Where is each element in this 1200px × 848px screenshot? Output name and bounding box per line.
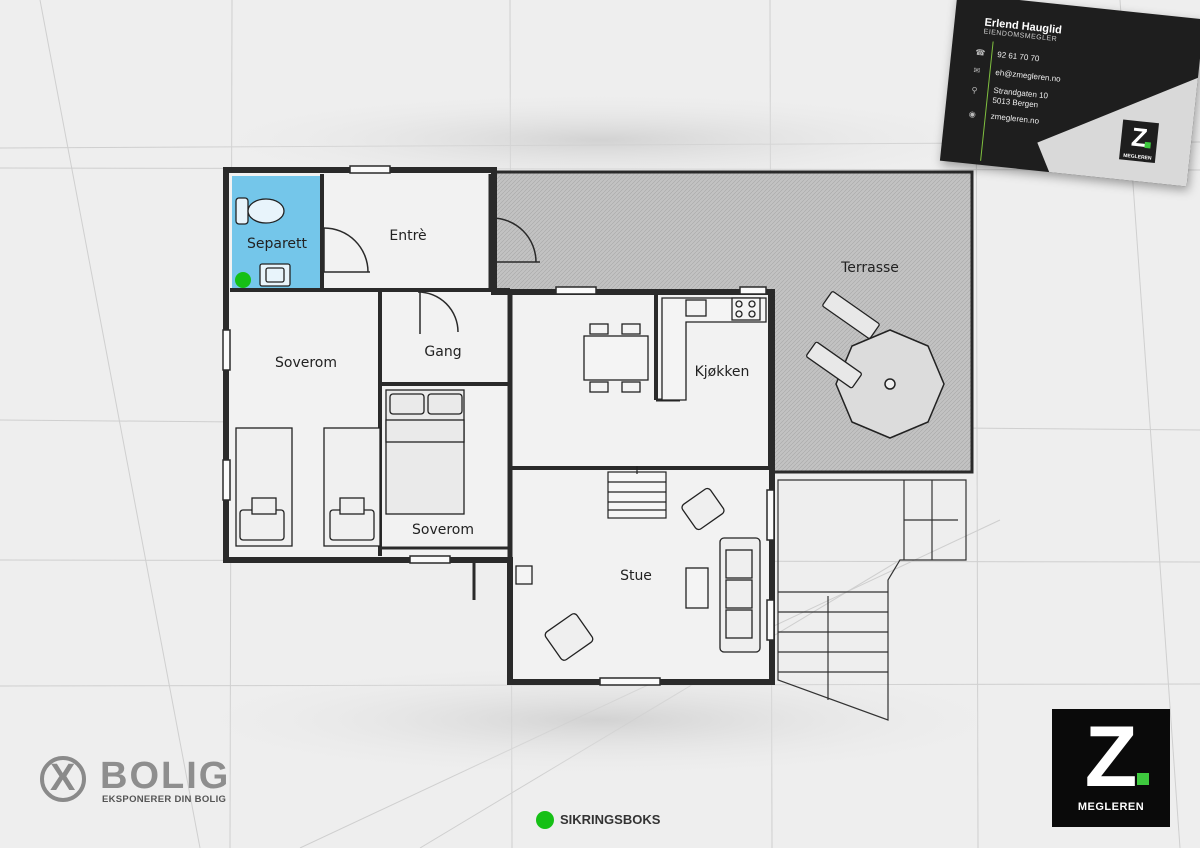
walls	[223, 167, 775, 685]
card-web[interactable]: zmegleren.no	[990, 111, 1040, 126]
zmegleren-logo-word: MEGLEREN	[1077, 801, 1145, 813]
table-icon	[583, 323, 649, 393]
fuse-box-marker	[235, 272, 251, 288]
room-label-kjokken: Kjøkken	[694, 364, 750, 380]
room-label-terrasse: Terrasse	[841, 260, 899, 276]
parasol-icon	[835, 329, 945, 439]
windows	[222, 165, 775, 686]
bed-icon	[235, 427, 381, 547]
card-accent	[1037, 67, 1200, 187]
card-phone: 92 61 70 70	[996, 50, 1040, 64]
email-icon: ✉	[973, 65, 981, 76]
xbolig-ring	[40, 756, 86, 802]
zmegleren-logo-dot	[1137, 773, 1149, 785]
room-label-stue: Stue	[620, 568, 652, 584]
room-label-soverom-2: Soverom	[411, 522, 475, 538]
xbolig-mark: X	[50, 757, 76, 799]
card-logo: Z MEGLEREN	[1119, 119, 1159, 164]
stove-icon	[661, 297, 767, 401]
xbolig-tagline: EKSPONERER DIN BOLIG	[102, 794, 227, 805]
stairs-icon	[777, 479, 967, 721]
xbolig-word: BOLIG	[100, 755, 231, 797]
lounger-icon	[806, 291, 880, 389]
bed-icon	[385, 389, 465, 515]
stairs-icon	[607, 466, 667, 519]
room-label-separett: Separett	[246, 236, 308, 252]
room-label-gang: Gang	[424, 344, 462, 360]
toilet-icon	[235, 197, 285, 225]
xbolig-logo: X BOLIG EKSPONERER DIN BOLIG	[38, 754, 258, 814]
legend-dot	[536, 811, 554, 829]
card-logo-dot	[1144, 141, 1151, 149]
card-email[interactable]: eh@zmegleren.no	[994, 67, 1062, 84]
zmegleren-logo-letter: Z	[1084, 709, 1138, 805]
room-label-entre: Entrè	[389, 228, 427, 244]
table-icon	[515, 565, 709, 609]
sink-icon	[259, 263, 291, 287]
armchair-icon	[544, 487, 725, 661]
legend-label: SIKRINGSBOKS	[560, 812, 661, 827]
web-icon: ◉	[968, 109, 977, 120]
doors	[323, 217, 540, 334]
phone-icon: ☎	[974, 47, 986, 58]
zmegleren-logo: Z MEGLEREN	[1052, 709, 1170, 827]
business-card: Erlend Hauglid EIENDOMSMEGLER ☎ 92 61 70…	[939, 0, 1200, 187]
room-label-soverom-1: Soverom	[274, 355, 338, 371]
card-logo-letter: Z	[1129, 121, 1149, 154]
location-icon: ⚲	[970, 85, 978, 96]
sofa-icon	[719, 537, 761, 653]
